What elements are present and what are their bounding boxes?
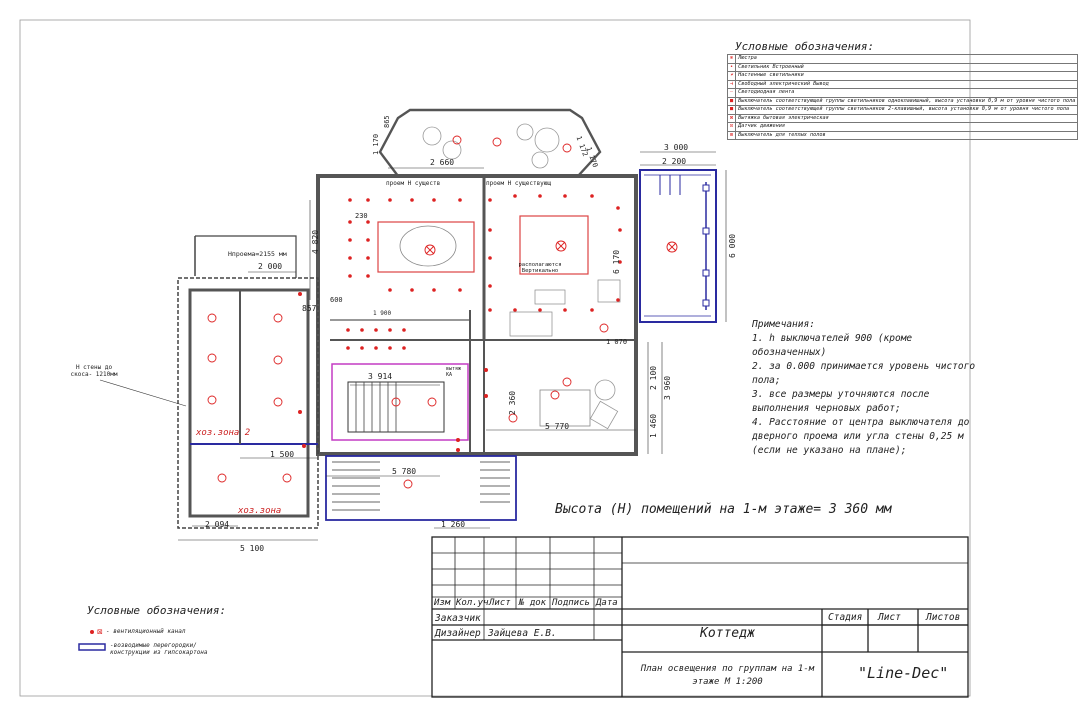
dim-5780: 5 780 [392,467,417,476]
dim-1070: 1 070 [606,338,628,346]
free-outlet-icon: ⊣ [726,79,737,89]
tb-sheet-label: Лист [878,612,901,623]
switch-double-icon: ■ [726,105,737,115]
dim-2100: 2 100 [649,365,658,390]
legend-top-title: Условные обозначения: [735,40,875,53]
dim-5100: 5 100 [240,544,265,553]
dim-6000: 6 000 [728,233,737,258]
dim-1900: 1 900 [373,310,392,317]
veranda-structure [639,169,717,323]
dim-2660: 2 660 [430,158,455,167]
tb-sheets-label: Листов [926,612,961,623]
tb-stage-label: Стадия [828,612,863,623]
tb-customer-label: Заказчик [435,613,481,624]
sheet-frame [19,19,971,697]
room-height-note: Высота (H) помещений на 1-м этаже= 3 360… [555,502,892,517]
bay-window [378,108,602,178]
dim-3960: 3 960 [663,375,672,400]
switch-single-icon: ■ [726,96,737,106]
dim-2360: 2 360 [508,390,517,415]
dim-3914: 3 914 [368,372,393,381]
label-opening-1: проем H существ [386,180,441,187]
dim-2094: 2 094 [205,520,230,529]
dim-600: 600 [330,296,343,304]
legend-bottom-title: Условные обозначения: [87,604,227,617]
dim-1460: 1 460 [649,413,658,438]
tb-header-list: Лист [489,598,511,608]
led-strip-icon: — [726,88,737,98]
dim-opening: Hпроема=2155 мм [228,250,287,258]
tb-header-kolych: Кол.уч [456,598,489,608]
wall-light-icon: ✶ [726,71,737,81]
tb-designer-name: Зайцева Е.В. [488,628,557,639]
partition-symbol [78,643,106,651]
legend-top-table: ⊗Люстра •Светильник Встроенный ✶Настенны… [726,54,1078,140]
dim-4820: 4 820 [311,229,320,254]
dim-5770: 5 770 [545,422,570,431]
tb-header-sign: Подпись [552,598,590,608]
dim-6170: 6 170 [612,249,621,274]
tb-header-izm: Изм [434,598,451,608]
dim-230: 230 [355,212,368,220]
floor-heating-switch-icon: ⊞ [726,130,737,140]
light-fixtures [207,135,678,489]
legend-partitions: -возводимые перегородки/конструкции из г… [110,642,208,656]
tb-header-date: Дата [596,598,618,608]
dim-2200: 2 200 [662,157,687,166]
floor-plan: ⊠ [19,19,971,698]
left-annex [177,277,319,529]
motion-sensor-icon: ⊡ [726,122,737,132]
dim-3000: 3 000 [664,143,689,152]
tb-designer-label: Дизайнер [435,628,481,639]
title-block-grid [431,536,969,698]
tb-sheet-title: План освещения по группам на 1-м этаже М… [640,664,815,687]
label-vertical: располагаются Вертикально [518,262,562,274]
dim-1260: 1 260 [441,520,466,529]
label-wall-height: H стены до скоса- 1210мм [70,364,118,378]
label-opening-2: проем H существующ [486,180,552,187]
room-hoz-zona-2: хоз.зона 2 [196,428,251,438]
vent-label: вытяж КА [446,366,462,378]
room-hoz-zona: хоз.зона [238,506,282,516]
dim-1500: 1 500 [270,450,295,459]
dim-857: 857 [302,304,317,313]
notes: Примечания: 1. h выключателей 900 (кроме… [752,319,976,456]
chandelier-icon: ⊗ [726,54,737,64]
recessed-light-icon: • [726,62,737,72]
legend-vent-channel: - вентиляционный канал [106,628,186,635]
tb-project: Коттедж [700,626,755,641]
dim-2000: 2 000 [258,262,283,271]
drawing-sheet: { "legend_top": { "title": "Условные обо… [19,19,1078,698]
spot-lights [90,194,622,634]
bottom-stair [325,455,517,521]
tb-company: "Line-Dec" [858,664,949,682]
hood-icon: ⊠ [726,113,737,123]
dim-865: 865 [383,115,391,128]
dim-1170: 1 170 [372,133,380,155]
tb-header-doc: № док [519,598,547,608]
stair-partition [331,363,469,441]
svg-text:⊠: ⊠ [97,628,103,636]
